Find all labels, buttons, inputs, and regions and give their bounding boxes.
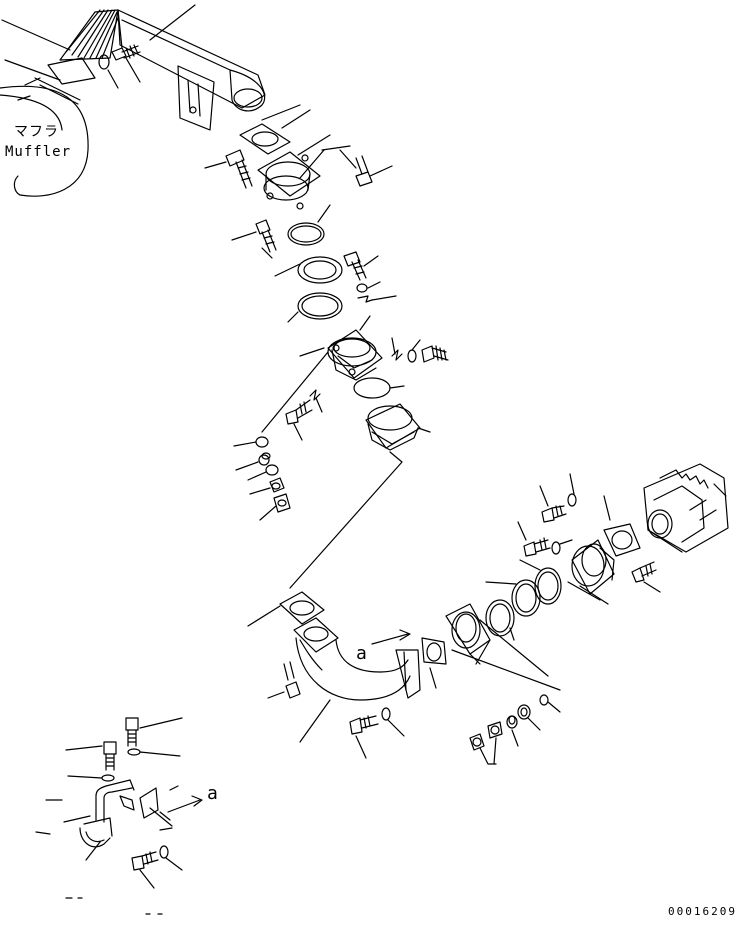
washer — [517, 704, 541, 731]
washer — [381, 707, 405, 737]
washer — [127, 748, 181, 757]
muffler-label: Muffler — [5, 144, 72, 160]
view-arrow — [167, 795, 203, 813]
elbow-pipe — [293, 617, 421, 701]
spring-washer — [357, 295, 397, 303]
leader-lines — [35, 785, 179, 915]
spring-washer — [506, 715, 519, 747]
washer — [159, 845, 183, 871]
turbo-elbow — [445, 603, 549, 677]
nut — [487, 721, 503, 739]
nut — [259, 493, 291, 521]
muffler-clamp — [24, 77, 81, 105]
turbo-flange — [567, 539, 615, 605]
gasket — [274, 256, 343, 284]
bolt-left — [204, 149, 253, 189]
washer — [567, 473, 577, 507]
seal-ring — [485, 599, 515, 641]
pipe-bracket — [177, 65, 215, 131]
view-reference-label: a — [356, 643, 367, 664]
view-reference-label: a — [207, 783, 218, 804]
washer — [67, 774, 115, 782]
seal-ring — [519, 559, 562, 605]
leader-lines — [299, 667, 437, 743]
gasket — [239, 109, 311, 155]
washer — [407, 339, 421, 363]
leader-lines — [1, 4, 301, 121]
bolt — [539, 485, 567, 523]
bolt — [267, 661, 301, 699]
gasket — [603, 495, 641, 557]
washer — [233, 436, 269, 448]
washer — [356, 281, 381, 293]
spring-washer — [391, 337, 403, 361]
bolt-right — [321, 145, 393, 187]
mounting-bracket — [79, 779, 173, 848]
bolt — [65, 741, 117, 771]
muffler — [0, 85, 89, 197]
bolt — [125, 717, 183, 747]
gasket — [421, 637, 447, 665]
bolt-top — [98, 44, 141, 70]
bolt — [517, 521, 551, 557]
washer — [539, 694, 561, 713]
nut — [469, 733, 485, 751]
bolt — [631, 561, 661, 593]
turbocharger — [643, 463, 729, 553]
drawing-number: 00016209 — [668, 905, 737, 918]
flexible-bellows — [47, 9, 119, 85]
spring-washer — [309, 389, 323, 413]
bolt — [231, 219, 277, 259]
leader-lines — [451, 649, 561, 765]
bolt — [421, 345, 449, 363]
upper-exhaust-pipe — [117, 9, 266, 112]
gasket — [247, 591, 325, 627]
coupling-body — [365, 403, 431, 451]
bolt — [285, 399, 313, 441]
nut — [249, 477, 285, 495]
seal-ring — [287, 204, 331, 246]
bolt — [343, 251, 379, 281]
nut — [247, 464, 279, 481]
view-arrow — [371, 629, 411, 645]
bolt — [349, 715, 379, 759]
seal-ring — [353, 377, 405, 399]
bolt — [131, 851, 159, 889]
leader-lines — [261, 351, 403, 589]
washer — [551, 539, 573, 555]
muffler-label-jp: マフラ — [14, 124, 59, 140]
seal-ring — [287, 292, 343, 323]
flange-adapter — [257, 134, 331, 210]
spring-washer — [235, 452, 271, 471]
gasket — [485, 579, 541, 617]
